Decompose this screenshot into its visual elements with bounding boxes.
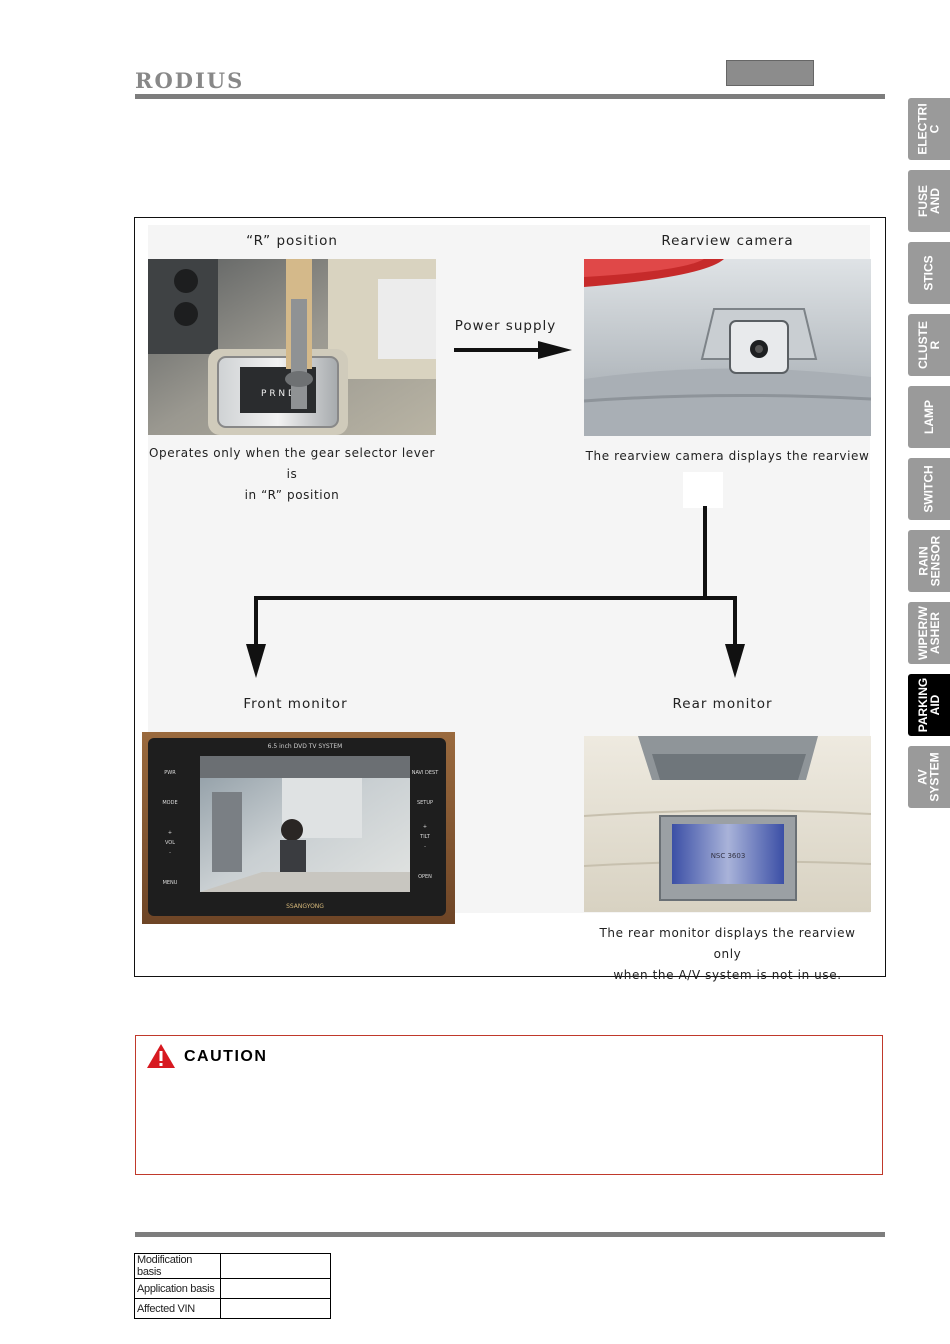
tab-parking-aid[interactable]: PARKING AID [908,674,950,736]
rear-monitor-label: Rear monitor [672,696,773,712]
r-position-label: “R” position [246,233,338,249]
rear-monitor-caption: The rear monitor displays the rearview o… [599,926,856,982]
application-basis-label: Application basis [134,1278,221,1299]
front-screen-top-text: 6.5 inch DVD TV SYSTEM [268,743,343,750]
rearview-camera-label: Rearview camera [661,233,794,249]
footer-rule [135,1232,885,1237]
tab-lamp[interactable]: LAMP [908,386,950,448]
front-monitor-label: Front monitor [243,696,348,712]
header-rule [135,94,885,99]
front-btn-tilt-minus: - [424,844,426,850]
revision-table: Modification basis Application basis Aff… [134,1253,331,1319]
rear-monitor-photo: NSC 3603 [584,736,871,912]
rodius-logo: RODIUS [135,68,245,93]
front-monitor-photo: 6.5 inch DVD TV SYSTEM SSANGYONG PWR MOD… [142,732,455,924]
front-btn-navi: NAVI DEST [412,770,440,776]
affected-vin-label: Affected VIN [134,1298,221,1319]
front-btn-tilt-plus: + [423,824,427,830]
tab-av-system[interactable]: AV SYSTEM [908,746,950,808]
caution-box: CAUTION [135,1035,883,1175]
front-btn-vol-plus: + [168,830,172,836]
caution-title: CAUTION [184,1048,268,1065]
caption-gap [683,472,723,508]
rearview-camera-caption: The rearview camera displays the rearvie… [585,449,870,463]
table-row: Affected VIN [134,1298,331,1319]
tab-rain-sensor[interactable]: RAIN SENSOR [908,530,950,592]
application-basis-value [220,1278,331,1299]
modification-basis-label: Modification basis [134,1253,221,1279]
r-position-caption: Operates only when the gear selector lev… [149,446,435,502]
diagram-frame [134,217,886,977]
front-screen-brand: SSANGYONG [286,903,324,910]
affected-vin-value [220,1298,331,1319]
tab-electric[interactable]: ELECTRI C [908,98,950,160]
header-section-box [726,60,814,86]
table-row: Modification basis [134,1253,331,1279]
front-btn-open: OPEN [418,874,432,880]
rearview-camera-photo [584,259,871,436]
tab-switch[interactable]: SWITCH [908,458,950,520]
tab-fuse-and[interactable]: FUSE AND [908,170,950,232]
front-btn-mode: MODE [162,800,177,806]
modification-basis-value [220,1253,331,1279]
front-btn-vol: VOL [165,840,175,846]
tab-wiper-washer[interactable]: WIPER/W ASHER [908,602,950,664]
gear-selector-photo: P R N D [148,259,436,435]
tab-stics[interactable]: STICS [908,242,950,304]
tab-cluster[interactable]: CLUSTE R [908,314,950,376]
branch-arrows [246,506,745,678]
rear-screen-text: NSC 3603 [711,852,746,860]
power-supply-label: Power supply [454,318,557,334]
power-supply-arrow [454,341,572,359]
table-row: Application basis [134,1278,331,1299]
front-btn-vol-minus: - [169,850,171,856]
front-btn-setup: SETUP [417,800,433,806]
gear-letters: P R N D [261,389,295,399]
front-btn-pwr: PWR [164,770,176,776]
front-btn-menu: MENU [163,880,178,886]
warning-triangle-icon [147,1044,175,1068]
front-btn-tilt: TILT [419,834,431,840]
